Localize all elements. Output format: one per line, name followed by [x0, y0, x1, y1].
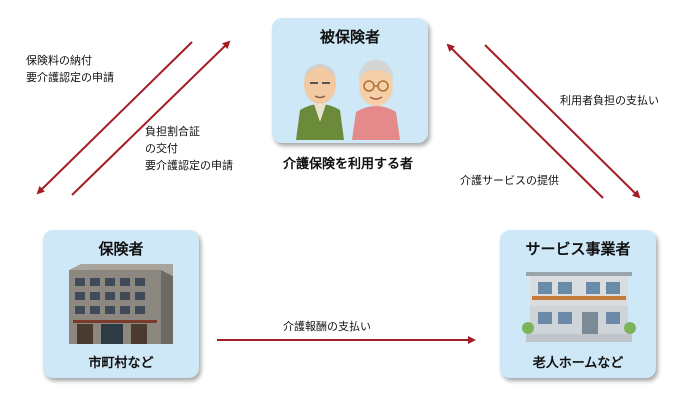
- insured-panel: 被保険者: [272, 18, 428, 143]
- arrow-insurer-to-insured: [71, 40, 231, 196]
- nursing-home-illustration: [522, 272, 636, 342]
- insurer-subtitle: 市町村など: [88, 356, 154, 371]
- arrow-insured-to-provider: [484, 44, 641, 199]
- municipal-building-illustration: [69, 264, 173, 344]
- insured-title: 被保険者: [319, 28, 380, 46]
- insurer-panel: 保険者 市町村など: [43, 230, 199, 378]
- arrow-provider-to-insured: [446, 43, 604, 199]
- provider-title: サービス事業者: [525, 240, 631, 258]
- provider-panel: サービス事業者 老人ホームなど: [500, 230, 656, 378]
- insured-caption: 介護保険を利用する者: [283, 157, 414, 172]
- label-insured-to-insurer: 保険料の納付 要介護認定の申請: [26, 54, 114, 84]
- elderly-couple-illustration: [296, 60, 400, 140]
- label-insurer-to-insured: 負担割合証 の交付 要介護認定の申請: [145, 125, 233, 172]
- label-insured-to-provider: 利用者負担の支払い: [560, 94, 659, 107]
- label-insurer-to-provider: 介護報酬の支払い: [283, 320, 371, 333]
- provider-subtitle: 老人ホームなど: [532, 356, 624, 371]
- insurer-title: 保険者: [98, 240, 144, 258]
- label-provider-to-insured: 介護サービスの提供: [460, 174, 559, 187]
- arrow-insured-to-insurer: [36, 41, 193, 195]
